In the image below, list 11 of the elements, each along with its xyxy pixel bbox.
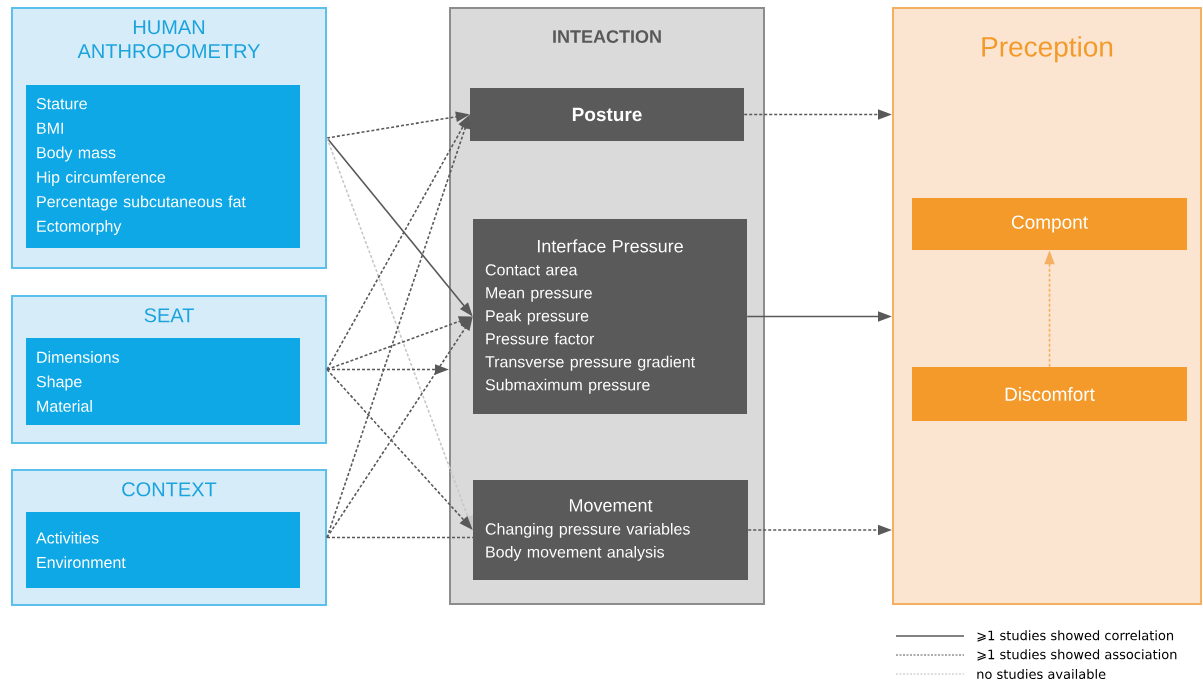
process-box: Movement Changing pressure variables Body movement analysis [473,480,748,580]
process-box: Discomfort [912,367,1187,421]
factor-list-box: Dimensions Shape Material [26,338,300,425]
legend-item: no studies available [895,668,1106,680]
process-box: Interface Pressure Contact area Mean pressure Peak pressure Pressure factor Transverse pressure gradient Submaximum pressure [473,219,747,414]
process-box: Posture [470,88,744,141]
process-box: Compont [912,198,1187,250]
legend-item: ⩾1 studies showed association [895,649,1177,661]
legend-item: ⩾1 studies showed correlation [895,630,1174,642]
factor-list-box: Stature BMI Body mass Hip circumference Percentage subcutaneous fat Ectomorphy [26,85,300,248]
factor-list-box: Activities Environment [26,512,300,588]
